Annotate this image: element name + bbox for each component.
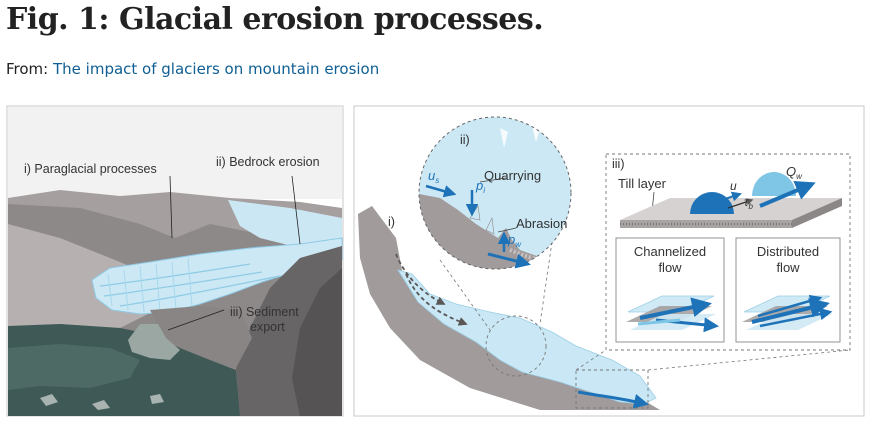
distributed-label-2: flow (776, 260, 800, 275)
us-symbol: us (428, 168, 439, 185)
source-article-link[interactable]: The impact of glaciers on mountain erosi… (53, 60, 380, 78)
qw-arrow (759, 181, 816, 208)
basal-flow-arrow (577, 390, 649, 409)
label-ii: ii) (460, 133, 470, 147)
paraglacial-arrow-1 (395, 253, 446, 305)
pi-symbol: pi (475, 178, 485, 195)
paraglacial-label: i) Paraglacial processes (24, 162, 157, 176)
paraglacial-arrow-2 (405, 273, 468, 326)
glacier-tongue (91, 237, 343, 315)
figure-title: Fig. 1: Glacial erosion processes. (6, 2, 544, 37)
tau-symbol: τb (744, 195, 754, 211)
bedrock-erosion-label: ii) Bedrock erosion (216, 155, 320, 169)
qw-symbol: Qw (786, 164, 803, 181)
label-iii: iii) (612, 157, 625, 171)
landscape-panel: i) Paraglacial processes ii) Bedrock ero… (6, 105, 344, 417)
channelized-label-1: Channelized (634, 244, 706, 259)
till-layer-label: Till layer (618, 176, 667, 191)
source-line: From: The impact of glaciers on mountain… (6, 60, 379, 78)
glacier-ice (397, 269, 657, 405)
figure-image[interactable]: i) Paraglacial processes ii) Bedrock ero… (0, 98, 869, 430)
magnifier-lens: ii) Quarrying Abrasion us pi pw (418, 116, 572, 270)
sediment-export-label-2: export (250, 320, 285, 334)
subglacial-box (605, 153, 851, 351)
pw-symbol: pw (507, 232, 522, 249)
distributed-flow-box: Distributed flow (735, 237, 841, 343)
distributed-label-1: Distributed (757, 244, 819, 259)
quarrying-label: Quarrying (484, 168, 541, 183)
channelized-flow-box: Channelized flow (615, 237, 725, 343)
process-panel: i) ii) Quarrying (353, 105, 865, 417)
label-i: i) (388, 215, 395, 229)
sediment-export-label-1: iii) Sediment (230, 305, 299, 319)
abrasion-label: Abrasion (516, 216, 567, 231)
from-label: From: (6, 60, 49, 78)
u-symbol: u (730, 179, 737, 193)
channelized-label-2: flow (658, 260, 682, 275)
bedrock-section (358, 206, 660, 410)
till-diagram: Qw u τb (620, 164, 842, 228)
sediment-fan (128, 324, 180, 360)
